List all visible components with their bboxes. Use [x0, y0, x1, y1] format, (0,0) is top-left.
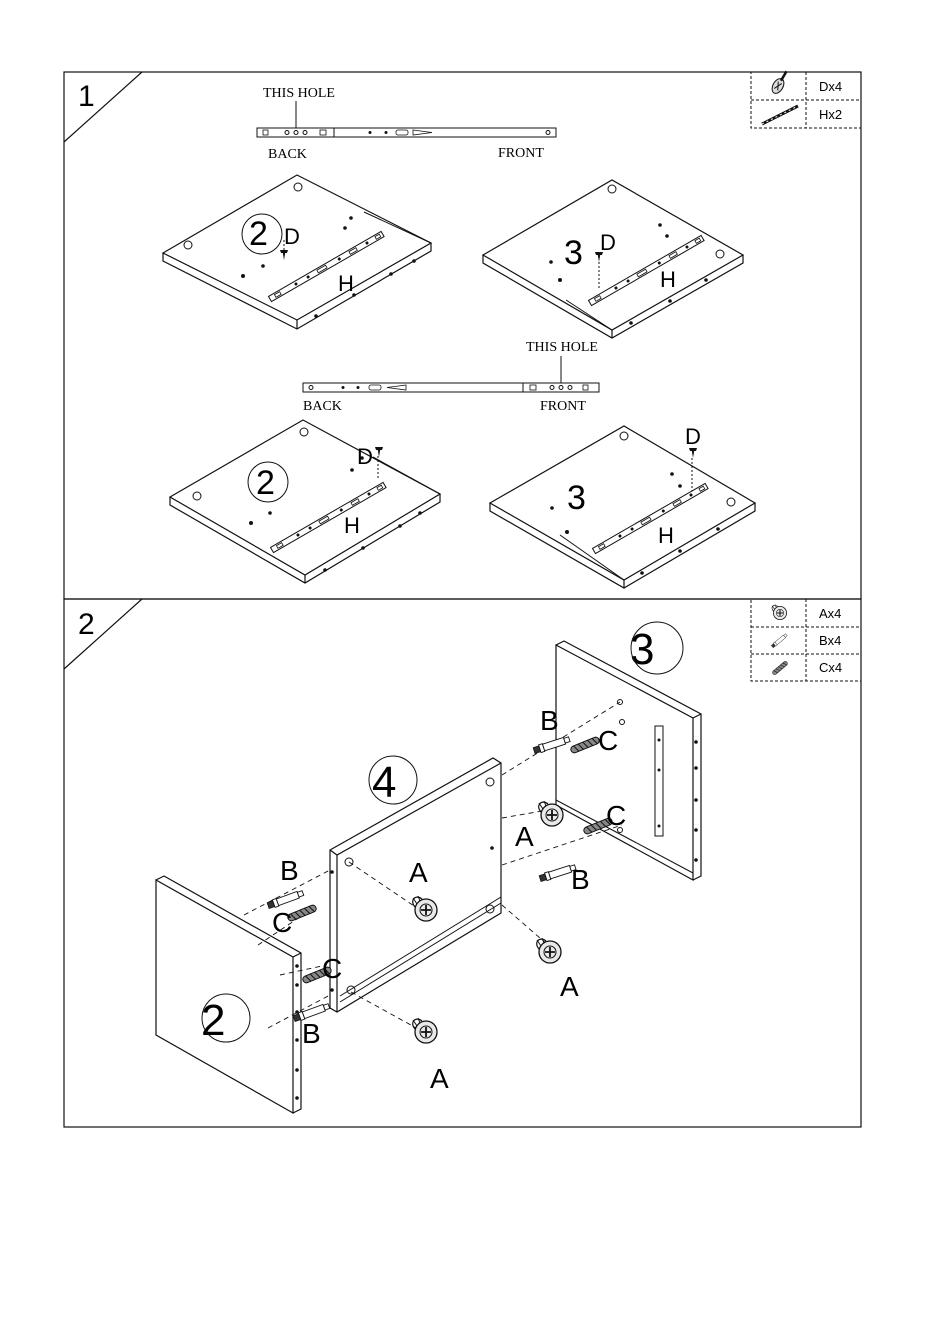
panel-number-2a: 2 — [249, 215, 268, 253]
label-c-4: C — [322, 953, 342, 984]
label-b-2: B — [571, 864, 590, 895]
label-b-4: B — [302, 1018, 321, 1049]
step2-number: 2 — [78, 608, 95, 641]
panel-number-4: 4 — [372, 758, 396, 807]
panel-number-3a: 3 — [564, 234, 583, 272]
label-c-1: C — [598, 725, 618, 756]
label-a-3: A — [560, 971, 579, 1002]
slide-label-h-2b: H — [344, 513, 360, 538]
assembly-panel-3 — [556, 641, 701, 880]
label-a-1: A — [515, 821, 534, 852]
side-panel-3b — [490, 426, 755, 588]
screw-label-d-2a: D — [284, 224, 300, 249]
cam-lock-4 — [413, 1018, 437, 1043]
screw-label-d-3a: D — [600, 230, 616, 255]
parts-label-b: Bx4 — [819, 633, 841, 648]
cam-lock-2 — [537, 938, 561, 963]
panel-number-3: 3 — [630, 625, 654, 674]
slide-label-h-2a: H — [338, 271, 354, 296]
label-a-2: A — [409, 857, 428, 888]
label-c-2: C — [606, 800, 626, 831]
drawer-rail-bottom — [303, 356, 599, 392]
label-b-1: B — [540, 705, 559, 736]
cam-lock-icon — [772, 605, 787, 620]
parts-label-d: Dx4 — [819, 79, 842, 94]
side-panel-2b — [170, 420, 440, 583]
this-hole-label-top: THIS HOLE — [263, 86, 335, 101]
this-hole-label-bottom: THIS HOLE — [526, 340, 598, 355]
rail-back-label-top: BACK — [268, 147, 307, 162]
screw-label-d-3b: D — [685, 424, 701, 449]
side-panel-3a — [483, 180, 743, 338]
rail-back-label-bottom: BACK — [303, 399, 342, 414]
parts-label-c: Cx4 — [819, 660, 842, 675]
label-c-3: C — [272, 907, 292, 938]
panel-number-2: 2 — [201, 996, 225, 1045]
step1-number: 1 — [78, 80, 95, 113]
step1-frame — [64, 72, 861, 599]
screw-icon — [770, 69, 791, 96]
rail-front-label-top: FRONT — [498, 146, 544, 161]
label-a-4: A — [430, 1063, 449, 1094]
parts-label-a: Ax4 — [819, 606, 841, 621]
slide-label-h-3a: H — [660, 267, 676, 292]
label-b-3: B — [280, 855, 299, 886]
screw-label-d-2b: D — [357, 444, 373, 469]
parts-label-h: Hx2 — [819, 107, 842, 122]
panel-number-2b: 2 — [256, 464, 275, 502]
slide-label-h-3b: H — [658, 523, 674, 548]
rail-front-label-bottom: FRONT — [540, 399, 586, 414]
wood-dowel-icon — [772, 661, 788, 676]
panel-number-3b: 3 — [567, 479, 586, 517]
step2-parts-box — [751, 599, 861, 681]
side-panel-2a — [163, 175, 431, 329]
cam-bolt-icon — [771, 633, 788, 648]
drawer-rail-top — [257, 101, 556, 137]
drawer-slide-icon — [762, 106, 798, 124]
